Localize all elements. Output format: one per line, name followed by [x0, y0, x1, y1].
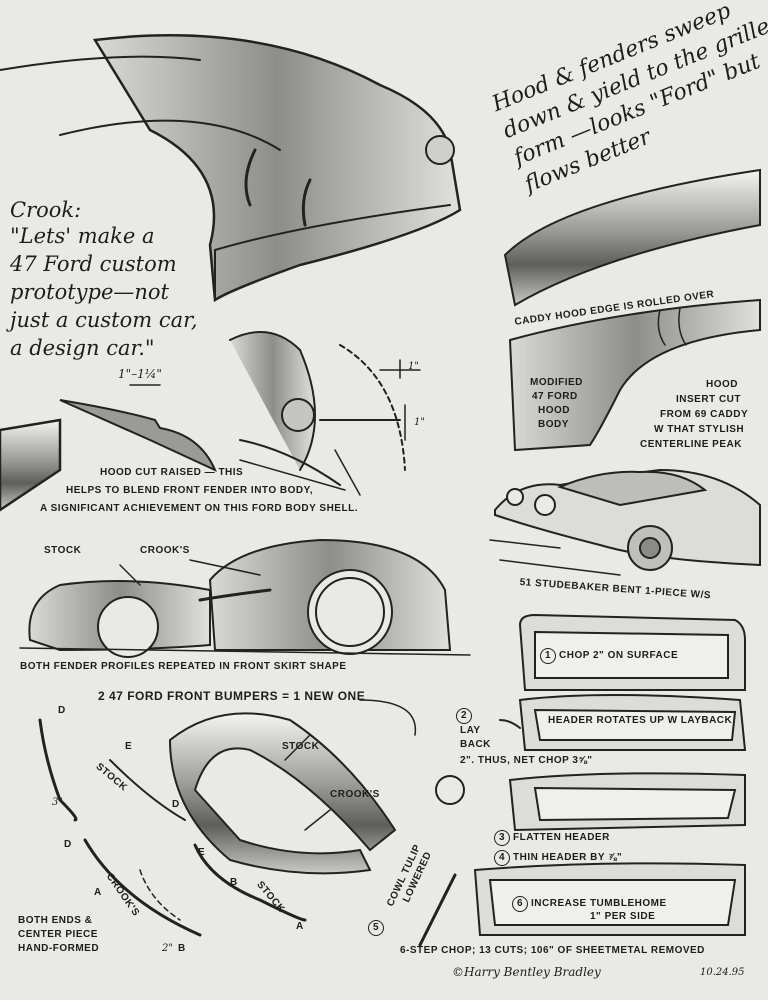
step-2-number: 2 — [456, 708, 472, 724]
caddy-body-1: MODIFIED — [530, 377, 583, 388]
bumper-mark-a: A — [94, 887, 102, 898]
bumper-mark-d3: D — [64, 839, 72, 850]
note-crook-5: just a custom car, — [10, 308, 198, 332]
note-crook-1: Crook: — [10, 198, 82, 222]
bumper-mark-r-e: E — [198, 847, 206, 858]
fender-caption: BOTH FENDER PROFILES REPEATED IN FRONT S… — [20, 661, 347, 672]
bumper-ends-3: HAND-FORMED — [18, 943, 100, 954]
chop-step-5: 5 — [368, 920, 387, 936]
bumper-mark-b: B — [178, 943, 186, 954]
step-4-text: THIN HEADER BY ⅞" — [513, 852, 623, 863]
note-crook-3: 47 Ford custom — [10, 252, 177, 276]
step-4-number: 4 — [494, 850, 510, 866]
step-1-text: CHOP 2" ON SURFACE — [559, 650, 679, 661]
caddy-insert-1: HOOD — [706, 379, 738, 390]
hood-caption-3: A SIGNIFICANT ACHIEVEMENT ON THIS FORD B… — [40, 503, 358, 514]
caddy-insert-5: CENTERLINE PEAK — [640, 439, 742, 450]
chop-step-2-back: BACK — [460, 739, 491, 750]
studebaker-sketch — [489, 468, 761, 576]
chop-step-2-lay: LAY — [460, 725, 481, 736]
caddy-body-3: HOOD — [538, 405, 570, 416]
note-crook-2: "Lets' make a — [10, 224, 155, 248]
chop-step-6-sub: 1" PER SIDE — [590, 911, 656, 922]
step-1-number: 1 — [540, 648, 556, 664]
caddy-insert-3: FROM 69 CADDY — [660, 409, 749, 420]
bumper-mark-d1: D — [58, 705, 66, 716]
note-crook-6: a design car." — [10, 336, 155, 360]
hood-caption-2: HELPS TO BLEND FRONT FENDER INTO BODY, — [66, 485, 313, 496]
note-crook-4: prototype—not — [10, 280, 169, 304]
signature-name: ©Harry Bentley Bradley — [452, 965, 601, 979]
caddy-hood-sketch — [503, 168, 761, 452]
hood-caption-1: HOOD CUT RAISED — THIS — [100, 467, 244, 478]
bumper-sketch — [38, 712, 397, 937]
bumper-ends-2: CENTER PIECE — [18, 929, 98, 940]
step-5-number: 5 — [368, 920, 384, 936]
bumper-ends-1: BOTH ENDS & — [18, 915, 93, 926]
bumper-crooks-label: CROOK'S — [330, 789, 380, 800]
step-6-number: 6 — [512, 896, 528, 912]
fender-stock-label: STOCK — [44, 545, 82, 556]
bumper-mark-e1: E — [125, 741, 133, 752]
annotation-arrows — [119, 449, 417, 831]
caddy-body-4: BODY — [538, 419, 569, 430]
step-3-number: 3 — [494, 830, 510, 846]
signature-date: 10.24.95 — [700, 967, 745, 978]
bumper-mark-r-a: A — [296, 921, 304, 932]
bumper-mark-d2: D — [172, 799, 180, 810]
caddy-insert-2: INSERT CUT — [676, 394, 741, 405]
bumper-stock-label: STOCK — [282, 741, 320, 752]
bumper-mark-r-b: B — [230, 877, 238, 888]
bumper-title: 2 47 FORD FRONT BUMPERS = 1 NEW ONE — [98, 689, 366, 703]
hood-cut-sketch — [0, 331, 421, 512]
fender-profile-sketch — [19, 538, 471, 658]
bumper-dim-3: 3" — [52, 797, 63, 808]
bumper-dim-2: 2" — [162, 943, 173, 954]
chop-step-2-net: 2". THUS, NET CHOP 3⅝" — [460, 755, 593, 766]
caddy-insert-4: W THAT STYLISH — [654, 424, 745, 435]
chop-step-2-header: HEADER ROTATES UP W LAYBACK — [548, 715, 733, 726]
dim-top: 1" — [408, 361, 419, 372]
chop-step-2: 2 — [456, 708, 475, 724]
chop-summary: 6-STEP CHOP; 13 CUTS; 106" OF SHEETMETAL… — [400, 945, 705, 956]
dim-side: 1" — [414, 417, 425, 428]
fender-crooks-label: CROOK'S — [140, 545, 190, 556]
dim-gap: 1"–1¼" — [118, 367, 162, 381]
chop-step-windows — [418, 613, 747, 947]
step-3-text: FLATTEN HEADER — [513, 832, 610, 843]
caddy-body-2: 47 FORD — [532, 391, 578, 402]
hood-fender-sketch — [0, 34, 462, 303]
step-6-text: INCREASE TUMBLEHOME — [531, 898, 667, 909]
